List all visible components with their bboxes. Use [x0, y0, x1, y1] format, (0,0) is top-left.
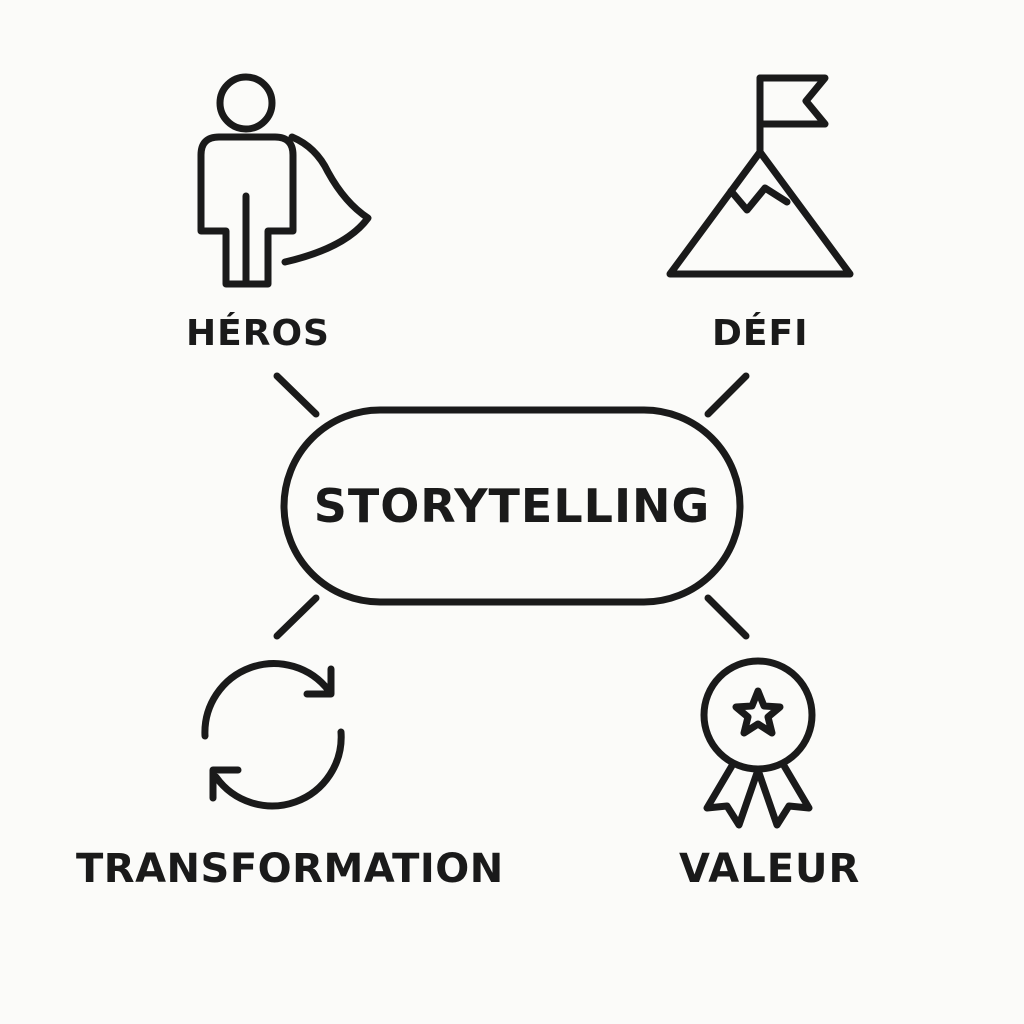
connector-heros: [273, 372, 320, 418]
node-label-defi: DÉFI: [712, 313, 809, 354]
center-node-pill: [280, 406, 744, 606]
superhero-icon: [197, 73, 372, 288]
node-label-valeur: VALEUR: [679, 846, 861, 892]
connector-transformation: [273, 594, 320, 640]
connector-valeur: [704, 594, 750, 640]
connector-defi: [704, 372, 750, 418]
node-label-heros: HÉROS: [186, 313, 330, 354]
award-ribbon-icon: [700, 657, 816, 829]
center-node-label: STORYTELLING: [313, 479, 711, 533]
cycle-arrows-icon: [201, 660, 345, 810]
mountain-flag-icon: [666, 74, 854, 278]
node-label-transformation: TRANSFORMATION: [76, 846, 504, 892]
